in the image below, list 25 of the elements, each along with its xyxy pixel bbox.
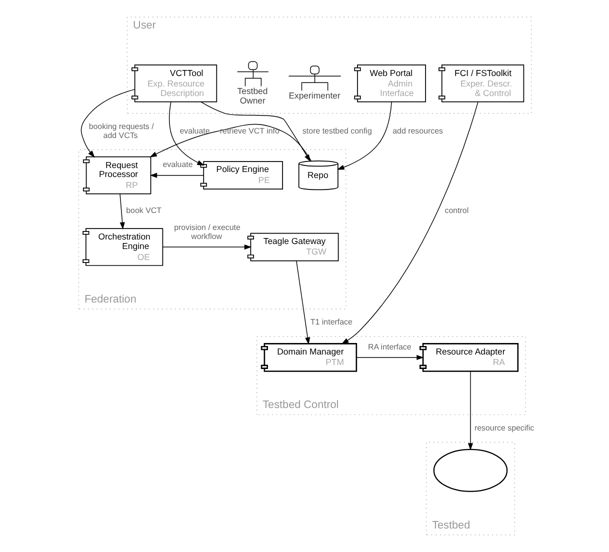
- arrow: [80, 89, 135, 158]
- edge-label: control: [444, 206, 468, 216]
- edge-label: store testbed config: [302, 126, 372, 136]
- arrow: [168, 102, 204, 166]
- arrow: [296, 260, 310, 345]
- arrow: [149, 172, 204, 178]
- edge-label: booking requests / add VCTs: [88, 122, 154, 140]
- node-label: Testbed Owner: [236, 86, 268, 106]
- arrow: [336, 102, 392, 170]
- edge-label: T1 interface: [310, 318, 352, 327]
- edge-label: book VCT: [126, 206, 161, 216]
- edge-label: retrieve VCT info: [219, 126, 279, 136]
- arrow: [340, 101, 478, 344]
- arrow: [119, 194, 124, 230]
- edge-label: resource specific: [474, 423, 534, 432]
- edge-label: evaluate: [162, 160, 192, 170]
- arrow: [356, 354, 424, 360]
- edge-label: RA interface: [368, 342, 411, 352]
- node-cloud: [432, 448, 508, 492]
- edge-label: add resources: [392, 126, 443, 136]
- edge-label: evaluate: [179, 126, 210, 136]
- node-label: Experimenter: [288, 90, 340, 100]
- edge-label: provision / execute workflow: [174, 223, 240, 241]
- arrow: [467, 371, 473, 450]
- arrow: [162, 244, 252, 250]
